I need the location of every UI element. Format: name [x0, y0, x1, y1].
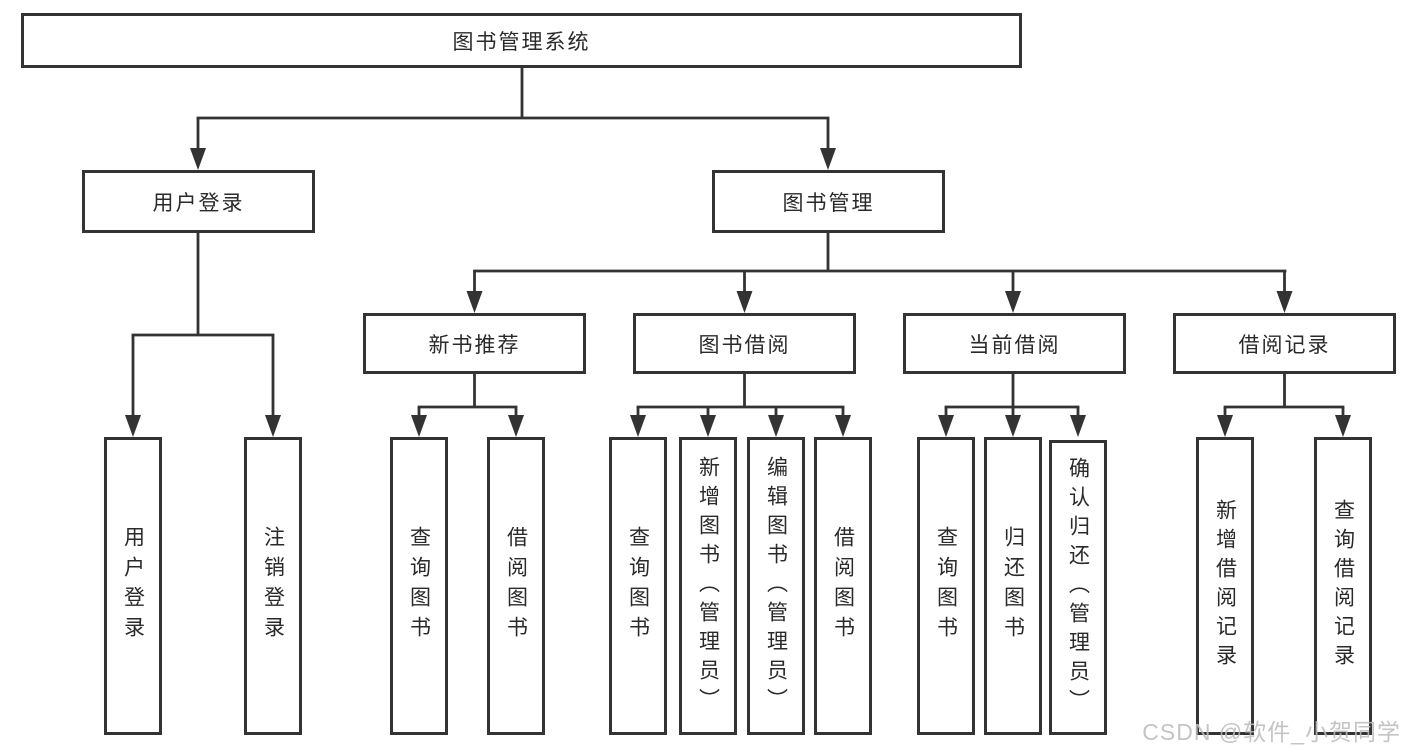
node-leaf-borrow-book: 借阅图书 [814, 437, 872, 735]
node-borrow-record: 借阅记录 [1173, 313, 1396, 374]
node-book-borrow: 图书借阅 [633, 313, 856, 374]
node-user-login: 用户登录 [82, 170, 315, 233]
node-leaf-recommend-borrow-book: 借阅图书 [487, 437, 545, 735]
node-leaf-logout: 注销登录 [244, 437, 302, 735]
node-new-book-recommend: 新书推荐 [363, 313, 586, 374]
node-root-system: 图书管理系统 [21, 13, 1022, 68]
node-leaf-recommend-query-book: 查询图书 [390, 437, 448, 735]
node-leaf-current-query-book: 查询图书 [917, 437, 975, 735]
node-current-borrow: 当前借阅 [903, 313, 1126, 374]
node-leaf-confirm-return-admin: 确认归还（管理员） [1049, 440, 1107, 735]
node-leaf-return-book: 归还图书 [984, 437, 1042, 735]
node-leaf-add-book-admin: 新增图书（管理员） [679, 437, 737, 735]
node-book-management: 图书管理 [712, 170, 945, 233]
node-leaf-user-login: 用户登录 [104, 437, 162, 735]
node-leaf-borrow-query-book: 查询图书 [609, 437, 667, 735]
node-leaf-add-borrow-record: 新增借阅记录 [1196, 437, 1254, 735]
node-leaf-edit-book-admin: 编辑图书（管理员） [747, 437, 805, 735]
node-leaf-query-borrow-record: 查询借阅记录 [1314, 437, 1372, 735]
csdn-watermark: CSDN @软件_小贺同学 [1142, 719, 1401, 745]
